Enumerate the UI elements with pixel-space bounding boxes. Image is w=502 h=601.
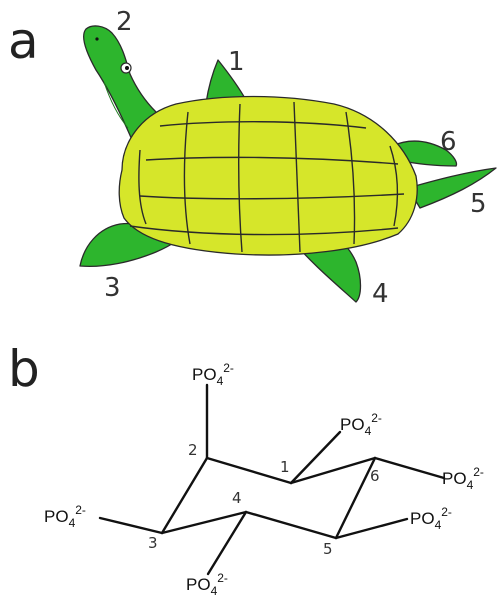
limb-label-1: 1	[228, 47, 245, 77]
limb-label-3: 3	[104, 273, 121, 303]
carbon-label-3: 3	[148, 534, 158, 552]
bond-c1-c6	[289, 456, 377, 485]
limb-label-5: 5	[470, 189, 487, 219]
turtle-nostril	[95, 37, 99, 41]
panel-a-label: a	[8, 12, 39, 70]
bond-c3-po4	[98, 516, 164, 535]
phosphate-label-c5: PO42-	[410, 505, 452, 532]
limb-label-2: 2	[116, 7, 133, 37]
turtle-pupil	[125, 66, 129, 70]
panel-b-label: b	[8, 340, 40, 398]
carbon-label-1: 1	[280, 458, 290, 476]
bond-c5-c4	[244, 510, 338, 540]
limb-label-6: 6	[440, 127, 457, 157]
bond-c4-po4	[206, 510, 248, 576]
turtle-shell	[118, 95, 418, 256]
phosphate-label-c3: PO42-	[44, 503, 86, 530]
phosphate-label-c6: PO42-	[442, 465, 484, 492]
carbon-label-2: 2	[188, 441, 198, 459]
bond-c2-c1	[205, 456, 293, 485]
carbon-label-4: 4	[232, 489, 242, 507]
bond-c4-c3	[160, 510, 248, 535]
limb-label-4: 4	[372, 279, 389, 309]
carbon-label-5: 5	[323, 540, 333, 558]
bond-c5-po4	[334, 517, 409, 540]
phosphate-label-c4: PO42-	[186, 571, 228, 598]
turtle-illustration	[79, 25, 497, 303]
phosphate-label-c2: PO42-	[192, 361, 234, 388]
phosphate-label-c1: PO42-	[340, 411, 382, 438]
bond-c6-po4	[373, 456, 446, 480]
turtle-tail	[407, 167, 497, 209]
bond-c3-c2	[160, 456, 209, 535]
chair-conformation	[98, 383, 446, 576]
turtle-limb-1	[205, 59, 247, 104]
carbon-label-6: 6	[370, 467, 380, 485]
turtle-shell-scutes	[129, 101, 405, 253]
bond-c6-c5	[334, 456, 377, 540]
bond-c1-po4	[289, 430, 342, 485]
